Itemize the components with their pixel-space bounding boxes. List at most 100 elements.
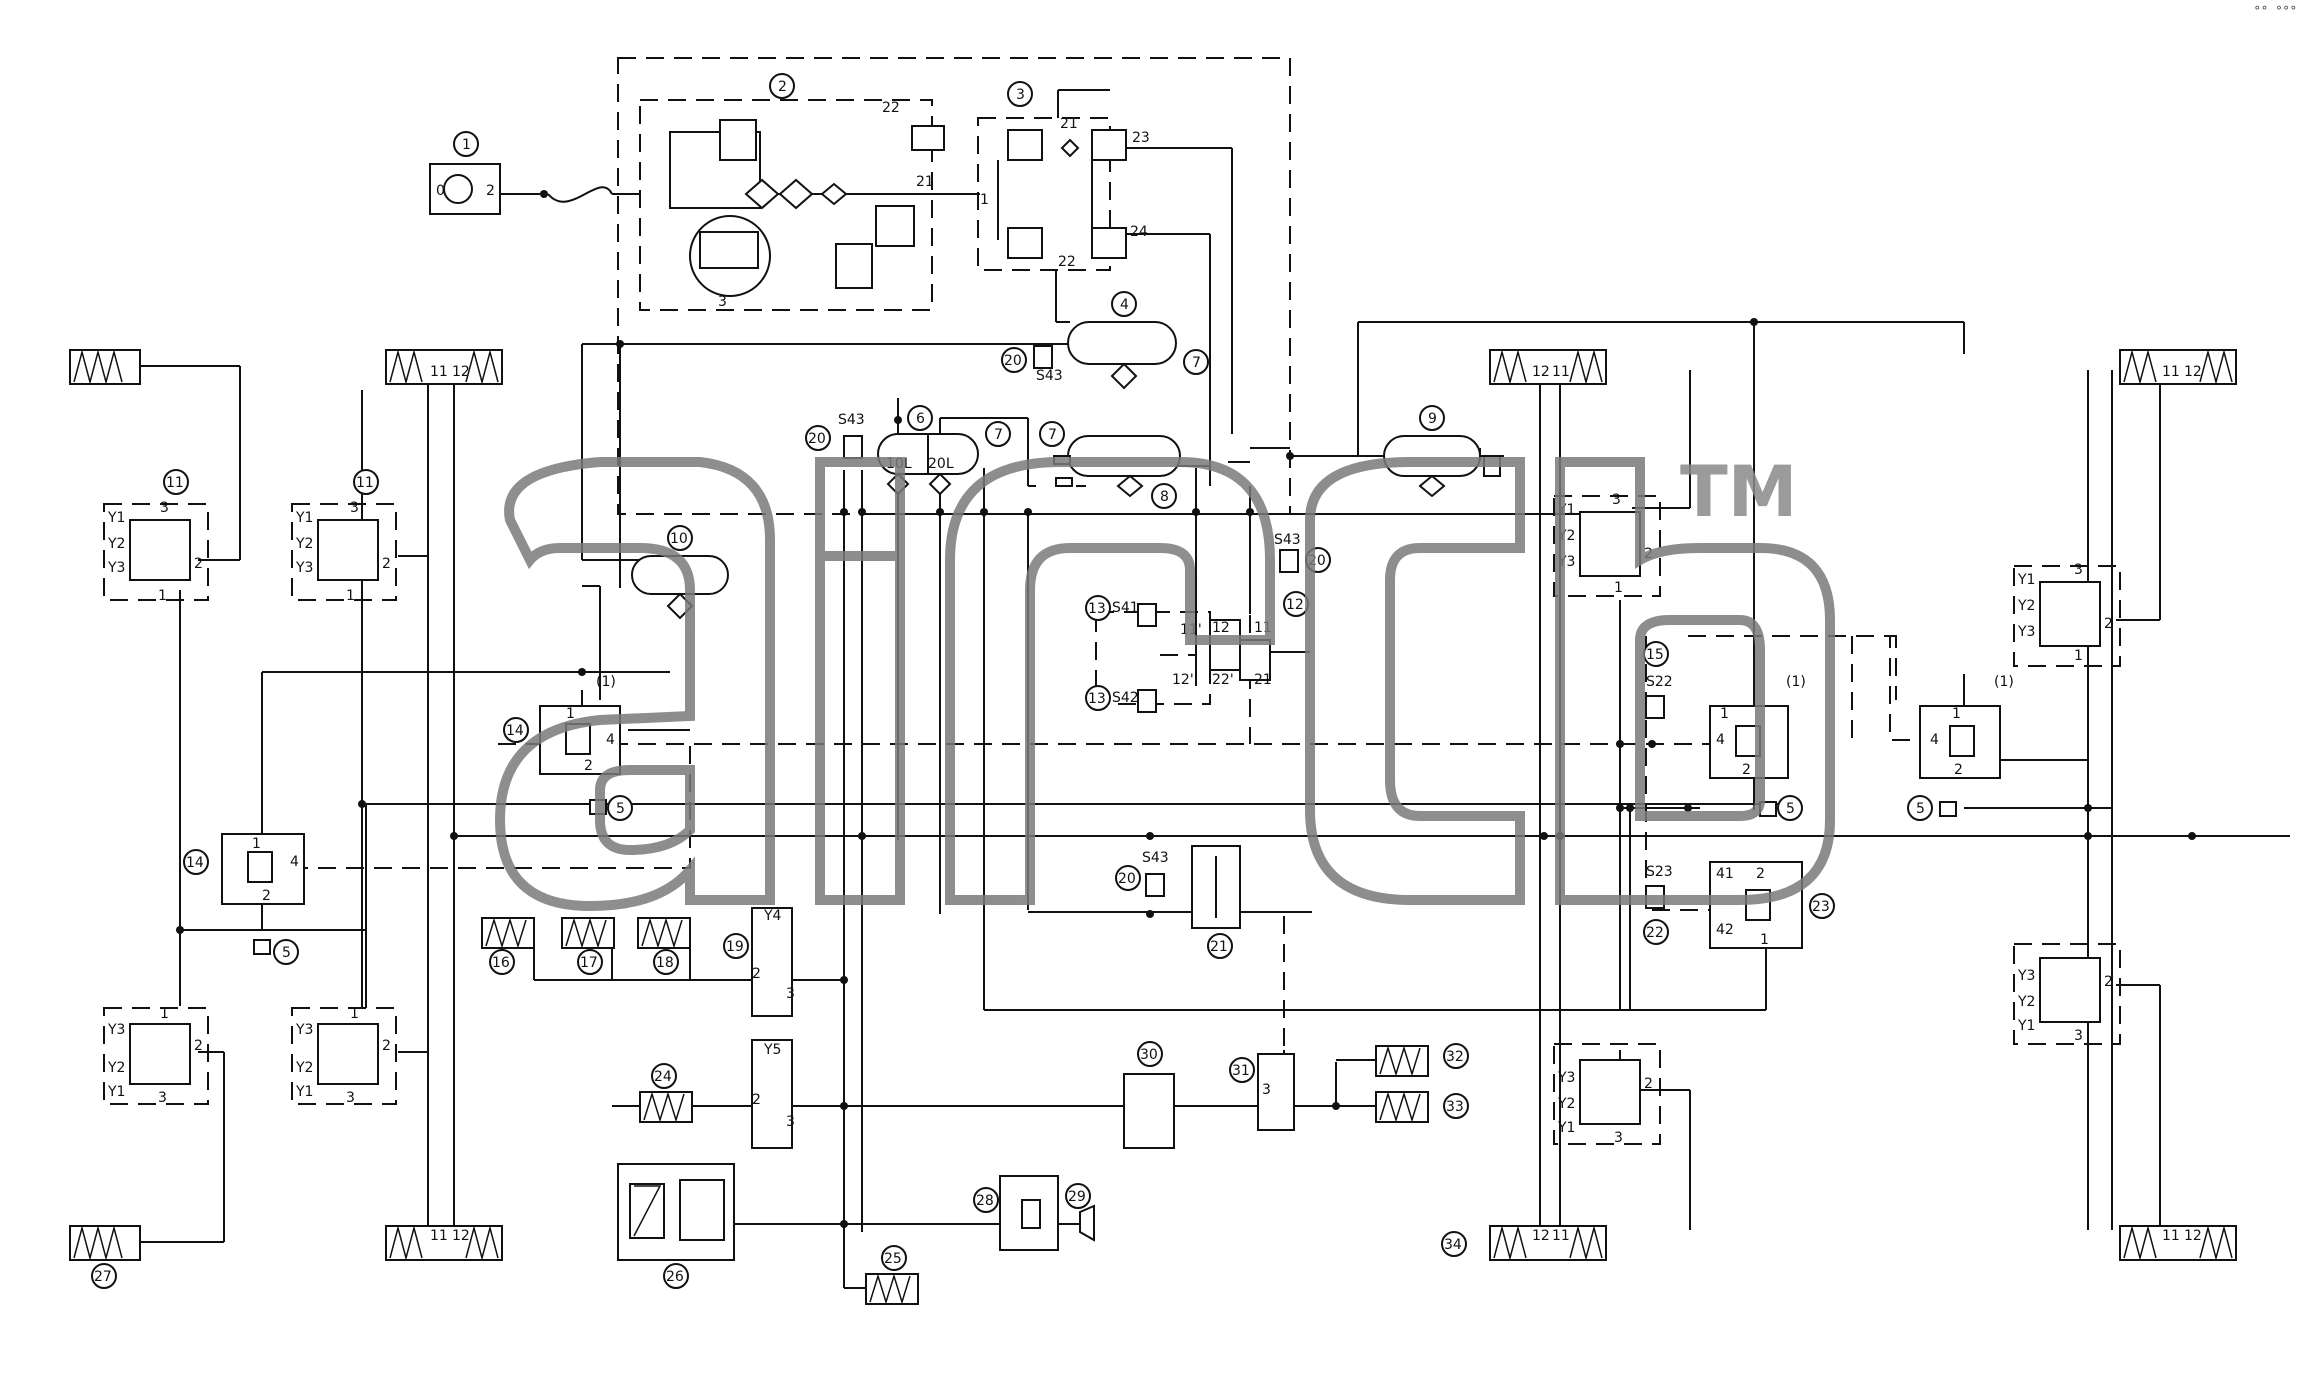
svg-text:11: 11	[430, 364, 448, 380]
svg-text:3: 3	[160, 500, 169, 516]
hand-valve-30	[1123, 1073, 1175, 1149]
svg-text:19: 19	[726, 939, 744, 955]
svg-text:2: 2	[752, 1092, 761, 1108]
svg-text:41: 41	[1716, 866, 1734, 882]
svg-text:2: 2	[584, 758, 593, 774]
svg-text:20: 20	[1118, 871, 1136, 887]
svg-text:1: 1	[350, 1006, 359, 1022]
svg-text:6: 6	[916, 411, 925, 427]
svg-text:29: 29	[1068, 1189, 1086, 1205]
svg-text:3: 3	[2074, 562, 2083, 578]
relay-valves-14: 1 4 2 (1) 1 4 2 1 4 2 (1) 1 4 2 (1)	[221, 674, 2014, 905]
svg-text:S43: S43	[1142, 850, 1169, 866]
svg-text:22': 22'	[1212, 672, 1234, 688]
svg-text:3: 3	[1262, 1082, 1271, 1098]
svg-text:2: 2	[1954, 762, 1963, 778]
svg-text:1: 1	[1952, 706, 1961, 722]
svg-text:15: 15	[1646, 647, 1664, 663]
svg-text:11: 11	[166, 475, 184, 491]
svg-text:4: 4	[1716, 732, 1725, 748]
svg-text:9: 9	[1428, 411, 1437, 427]
svg-text:1: 1	[160, 1006, 169, 1022]
junction-dots	[176, 190, 2196, 1228]
svg-text:11: 11	[356, 475, 374, 491]
svg-text:Y1: Y1	[107, 510, 125, 526]
svg-text:Y1: Y1	[107, 1084, 125, 1100]
svg-text:12: 12	[452, 1228, 470, 1244]
svg-text:17: 17	[580, 955, 598, 971]
svg-text:3: 3	[1614, 1130, 1623, 1146]
svg-text:3: 3	[2074, 1028, 2083, 1044]
svg-text:3: 3	[786, 986, 795, 1002]
svg-text:33: 33	[1446, 1099, 1464, 1115]
svg-text:13: 13	[1088, 601, 1106, 617]
svg-text:26: 26	[666, 1269, 684, 1285]
svg-text:10: 10	[670, 531, 688, 547]
svg-text:2: 2	[262, 888, 271, 904]
svg-text:12: 12	[1286, 597, 1304, 613]
svg-text:11: 11	[1552, 364, 1570, 380]
svg-text:Y1: Y1	[2017, 1018, 2035, 1034]
svg-text:7: 7	[1048, 427, 1057, 443]
svg-text:5: 5	[1916, 801, 1925, 817]
svg-text:12: 12	[2184, 364, 2202, 380]
svg-text:1: 1	[1614, 580, 1623, 596]
svg-text:4: 4	[290, 854, 299, 870]
svg-text:22: 22	[1646, 925, 1664, 941]
svg-text:2: 2	[778, 79, 787, 95]
svg-text:3: 3	[718, 294, 727, 310]
svg-text:0: 0	[436, 183, 445, 199]
svg-text:13: 13	[1088, 691, 1106, 707]
svg-text:4: 4	[606, 732, 615, 748]
svg-text:8: 8	[1160, 489, 1169, 505]
svg-text:11: 11	[1552, 1228, 1570, 1244]
svg-text:12: 12	[2184, 1228, 2202, 1244]
svg-text:1: 1	[980, 192, 989, 208]
svg-text:30: 30	[1140, 1047, 1158, 1063]
svg-text:2: 2	[2104, 974, 2113, 990]
svg-text:11: 11	[430, 1228, 448, 1244]
svg-text:11: 11	[2162, 364, 2180, 380]
svg-text:Y1: Y1	[295, 510, 313, 526]
svg-text:TM: TM	[1680, 451, 1797, 533]
svg-text:2: 2	[2104, 616, 2113, 632]
svg-text:27: 27	[94, 1269, 112, 1285]
svg-text:Y2: Y2	[2017, 598, 2035, 614]
svg-text:(1): (1)	[596, 674, 616, 690]
svg-text:21: 21	[1254, 672, 1272, 688]
svg-text:1: 1	[462, 137, 471, 153]
svg-text:Y5: Y5	[763, 1042, 781, 1058]
brake-chambers: 11 12 12 11 11 12 11 12 12 11 11 12	[69, 349, 2237, 1305]
svg-text:Y3: Y3	[107, 1022, 125, 1038]
svg-text:Y2: Y2	[107, 536, 125, 552]
svg-text:5: 5	[282, 945, 291, 961]
svg-text:Y3: Y3	[2017, 624, 2035, 640]
svg-text:S43: S43	[1036, 368, 1063, 384]
svg-text:S43: S43	[838, 412, 865, 428]
pressure-switches: S43 S43 S43 S41 S42 S22 S23 S43	[838, 345, 1673, 909]
svg-text:23: 23	[1812, 899, 1830, 915]
svg-text:16: 16	[492, 955, 510, 971]
svg-text:31: 31	[1232, 1063, 1250, 1079]
svg-text:2: 2	[1756, 866, 1765, 882]
svg-text:22: 22	[882, 100, 900, 116]
svg-text:1: 1	[2074, 648, 2083, 664]
svg-text:Y3: Y3	[107, 560, 125, 576]
svg-text:2: 2	[194, 556, 203, 572]
svg-text:42: 42	[1716, 922, 1734, 938]
svg-text:2: 2	[486, 183, 495, 199]
svg-text:2: 2	[382, 1038, 391, 1054]
hand-control-valve	[1191, 845, 1241, 929]
pipelines	[136, 89, 2290, 1289]
svg-text:28: 28	[976, 1193, 994, 1209]
svg-text:7: 7	[994, 427, 1003, 443]
svg-text:3: 3	[786, 1114, 795, 1130]
svg-text:2: 2	[382, 556, 391, 572]
trailer-control-unit	[617, 1163, 735, 1261]
svg-text:Y2: Y2	[1557, 1096, 1575, 1112]
svg-text:3: 3	[350, 500, 359, 516]
svg-text:14: 14	[186, 855, 204, 871]
svg-text:1: 1	[158, 588, 167, 604]
component-numbers: 1 2 3 4 5 5 5 5 6 7 7 7 8 9 10 11 11 12 …	[91, 73, 1933, 1289]
